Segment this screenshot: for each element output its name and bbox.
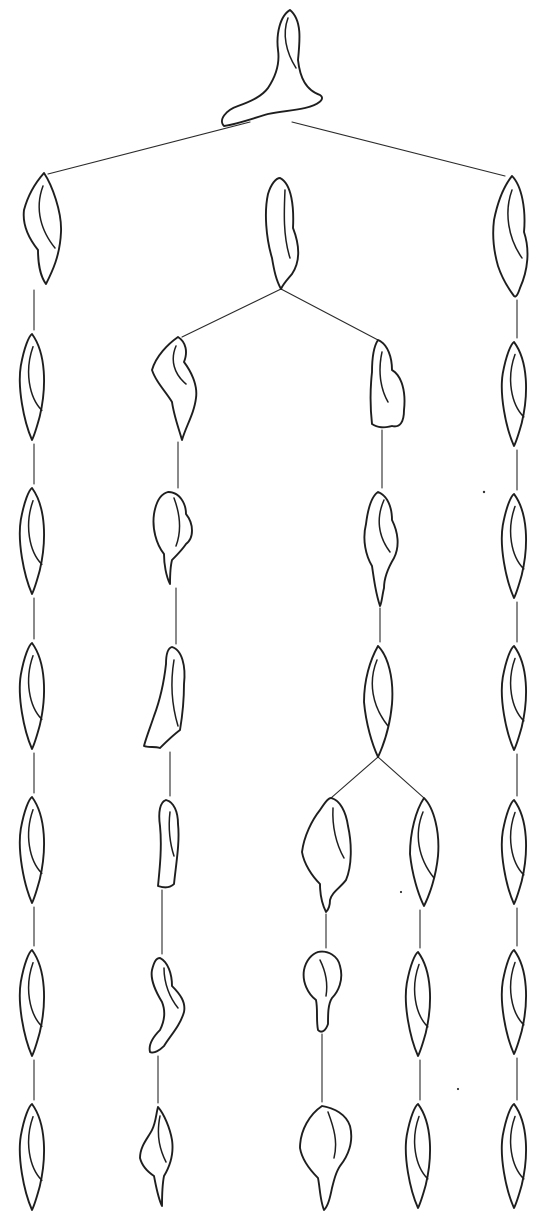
cell-c-5 [502, 800, 526, 904]
generation-links [34, 290, 517, 1103]
cell-a-1 [24, 173, 61, 284]
ancestor-cell [222, 10, 322, 126]
cell-b2a-3 [300, 1106, 351, 1210]
branch-line-b2b [378, 757, 424, 798]
cell-a-3 [20, 488, 44, 594]
speck [400, 891, 402, 893]
lineage-b1 [140, 337, 196, 1206]
cell-a-2 [20, 334, 44, 440]
cell-b2a-1 [302, 798, 351, 912]
cell-b1-6 [140, 1107, 173, 1206]
cell-c-2 [502, 342, 526, 446]
branch-line-b2a [331, 757, 378, 798]
lineage-a [20, 173, 61, 1210]
cell-c-4 [502, 646, 526, 750]
cell-c-7 [502, 1104, 526, 1208]
cell-b2-1 [371, 340, 405, 427]
branch-line-a [48, 122, 250, 174]
speck [457, 1088, 459, 1090]
cell-b2-3 [364, 646, 392, 757]
cell-a-4 [20, 643, 44, 749]
lineage-b2b-generations [406, 952, 430, 1208]
cell-b-root [266, 178, 298, 289]
branch-line-b2 [281, 289, 378, 340]
cell-b1-1 [152, 337, 196, 440]
cell-c-3 [502, 494, 526, 598]
cell-a-6 [20, 950, 44, 1056]
cell-b2b-1 [410, 798, 438, 906]
lineage-b [140, 178, 438, 1210]
cell-c-1 [493, 176, 527, 297]
lineage-a-generations [20, 334, 44, 1210]
lineage-b2a [300, 798, 351, 1210]
lineage-b2b [406, 798, 439, 1208]
speck [483, 491, 485, 493]
cell-b2-2 [364, 492, 397, 606]
cell-c-6 [502, 950, 526, 1054]
cell-b2b-3 [406, 1104, 430, 1208]
cell-b1-5 [150, 958, 185, 1053]
cell-b1-3 [144, 647, 185, 748]
cell-a-5 [20, 797, 44, 903]
cell-a-7 [20, 1104, 44, 1210]
cell-b1-2 [153, 492, 192, 584]
cell-b2a-2 [304, 952, 342, 1032]
branch-line-b1 [182, 289, 281, 337]
cell-b1-4 [158, 800, 179, 887]
lineage-c-generations [502, 342, 526, 1208]
branch-line-c [292, 122, 505, 176]
cell-b2b-2 [406, 952, 430, 1056]
lineage-c [493, 176, 527, 1208]
lineage-b2 [300, 340, 438, 1210]
